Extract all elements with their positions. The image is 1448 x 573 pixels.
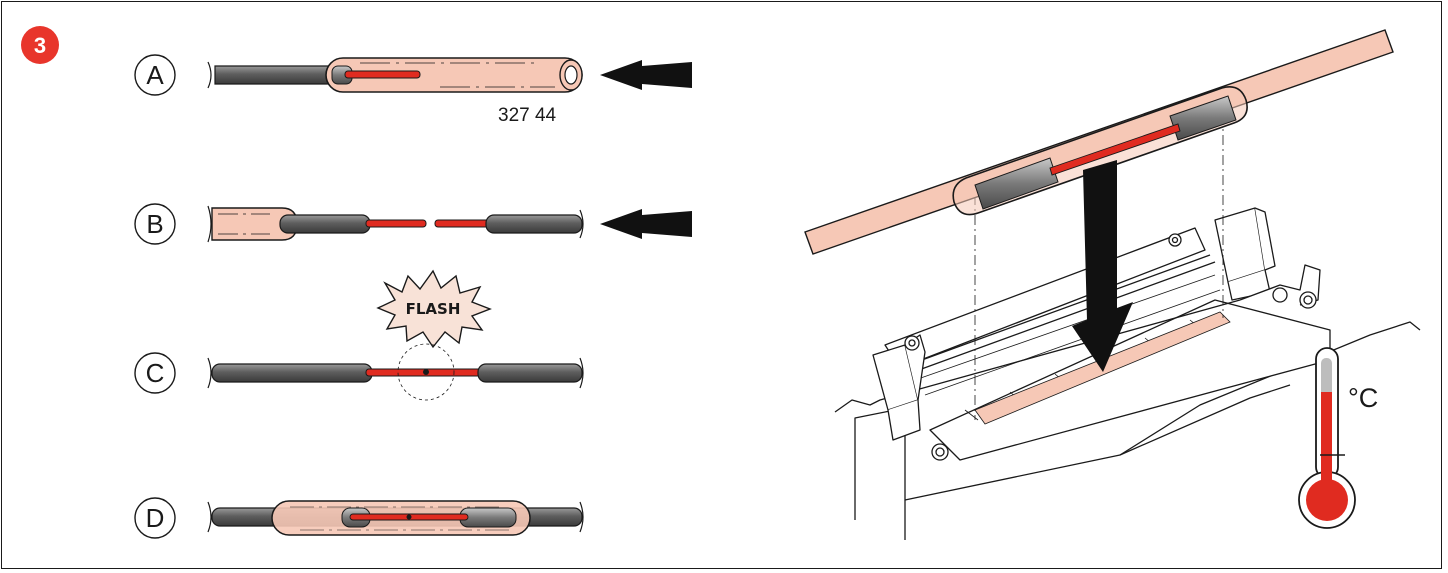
step-c: C [134,343,584,401]
arrow-left-icon [600,209,692,239]
splice-tray [834,207,1421,540]
step-a-label: A [146,60,164,90]
step-number: 3 [34,33,46,58]
step-d: D [134,497,584,539]
step-d-label: D [146,503,165,533]
step-a: A 327 44 [134,54,692,126]
step-c-label: C [146,358,165,388]
temperature-unit: °C [1348,383,1378,413]
thermometer-icon: °C [1298,347,1378,529]
step-badge: 3 [21,26,59,64]
step-a-circle [134,54,176,96]
step-d-circle [134,497,176,539]
flash-label: FLASH [406,300,461,318]
step-b: B [134,203,692,245]
step-b-label: B [146,209,163,239]
arrow-down-icon [1072,160,1133,372]
arrow-left-icon [600,60,692,90]
flash-burst-icon: FLASH [376,269,492,349]
part-number: 327 44 [498,105,557,126]
spliced-cable [804,29,1394,255]
step-b-circle [134,203,176,245]
step-c-circle [134,352,176,394]
